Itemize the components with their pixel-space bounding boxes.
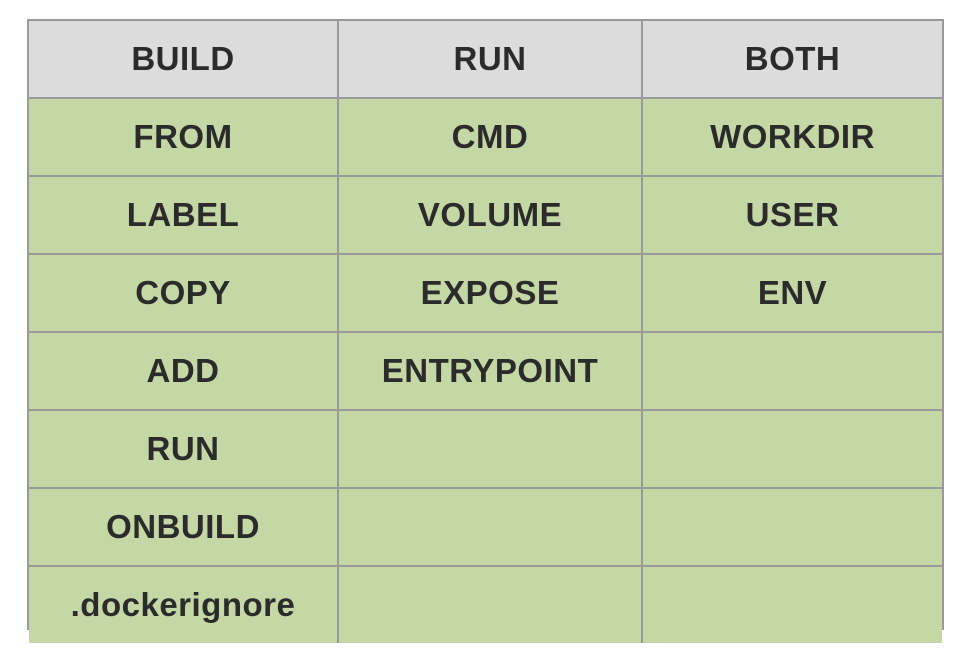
table-cell: WORKDIR — [641, 97, 942, 177]
table-row: ONBUILD — [29, 487, 942, 567]
table-row: ADD ENTRYPOINT — [29, 331, 942, 411]
table-cell: VOLUME — [337, 175, 643, 255]
table-row: FROM CMD WORKDIR — [29, 97, 942, 177]
docker-instructions-table: BUILD RUN BOTH FROM CMD WORKDIR LABEL VO… — [29, 21, 942, 643]
column-header-both: BOTH — [641, 21, 942, 99]
table-cell — [641, 409, 942, 489]
table-row: RUN — [29, 409, 942, 489]
table-header-row: BUILD RUN BOTH — [29, 21, 942, 99]
table-cell: ADD — [29, 331, 339, 411]
docker-instructions-table-container: BUILD RUN BOTH FROM CMD WORKDIR LABEL VO… — [27, 19, 944, 643]
column-header-build: BUILD — [29, 21, 339, 99]
table-cell: EXPOSE — [337, 253, 643, 333]
table-cell: LABEL — [29, 175, 339, 255]
table-cell — [337, 565, 643, 643]
table-cell: ENV — [641, 253, 942, 333]
table-cell: USER — [641, 175, 942, 255]
table-cell: CMD — [337, 97, 643, 177]
table-cell: ONBUILD — [29, 487, 339, 567]
table-cell — [337, 409, 643, 489]
table-cell — [641, 565, 942, 643]
table-cell: .dockerignore — [29, 565, 339, 643]
table-cell — [337, 487, 643, 567]
table-row: .dockerignore — [29, 565, 942, 643]
table-row: COPY EXPOSE ENV — [29, 253, 942, 333]
table-row: LABEL VOLUME USER — [29, 175, 942, 255]
table-cell — [641, 487, 942, 567]
table-cell: ENTRYPOINT — [337, 331, 643, 411]
table-cell: RUN — [29, 409, 339, 489]
table-cell: FROM — [29, 97, 339, 177]
table-cell: COPY — [29, 253, 339, 333]
table-cell — [641, 331, 942, 411]
column-header-run: RUN — [337, 21, 643, 99]
